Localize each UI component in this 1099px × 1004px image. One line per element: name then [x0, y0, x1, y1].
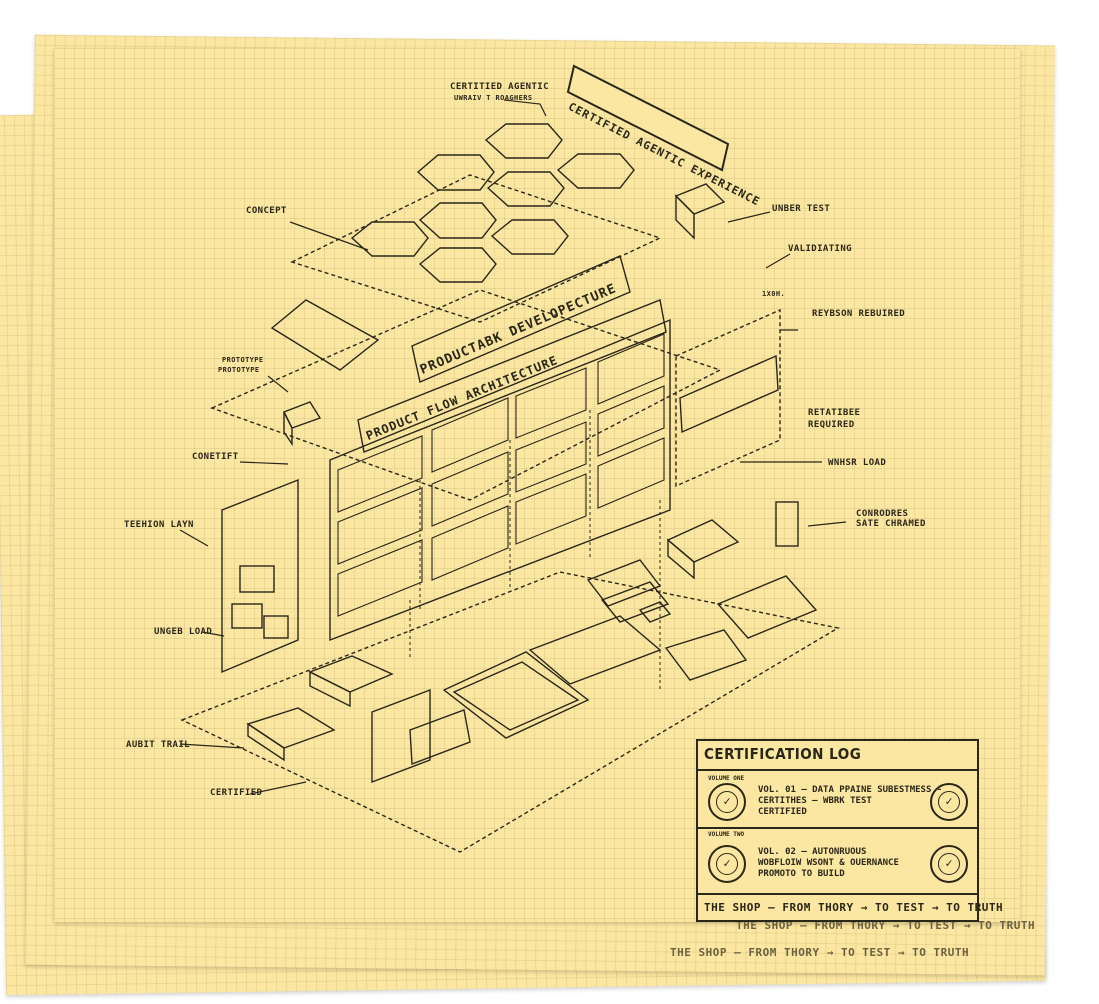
label-under-load-left: UNGEB LOAD [154, 627, 213, 637]
right-panel [675, 308, 781, 488]
left-panel [221, 478, 299, 674]
label-under-load-right: WNHSR LOAD [828, 458, 887, 468]
label-audit: AUBIT TRAIL [126, 740, 191, 750]
motto-back: THE SHOP — FROM THORY → TO TEST → TO TRU… [670, 946, 970, 959]
log-entry-1-sub: VOLUME ONE [708, 775, 745, 782]
hardware-devices [246, 183, 818, 784]
certified-stamp-icon: ✓ [930, 845, 968, 883]
label-agentic: CERTITIED AGENTIC [450, 82, 549, 92]
label-certified: CERTIFIED [210, 788, 263, 798]
label-prototype-2: PROTOTYPE [218, 366, 260, 374]
log-entry-2: VOL. 02 – AUTONRUOUS WOBFLOIW WSONT & OU… [758, 847, 899, 879]
hexagon-cluster [350, 123, 635, 283]
log-title: CERTIFICATION LOG [704, 745, 862, 763]
label-review: REYBSON REBUIRED [812, 309, 906, 319]
label-retained: RETATIBEE [808, 408, 861, 418]
middle-platform [210, 289, 722, 501]
flow-banner-box [357, 299, 667, 453]
log-entry-2-sub: VOLUME TWO [708, 831, 745, 838]
label-controlled-2: SATE CHRAMED [856, 519, 926, 529]
paper-sheet-front [54, 48, 1020, 922]
motto: THE SHOP — FROM THORY → TO TEST → TO TRU… [704, 901, 1004, 914]
card-columns [337, 333, 665, 617]
badge-tag: 1X0h. [762, 290, 786, 298]
motto-mid: THE SHOP — FROM THORY → TO TEST → TO TRU… [736, 919, 1036, 932]
label-retained-2: REQUIRED [808, 420, 855, 430]
label-concept-2: CONETIFT [192, 452, 239, 462]
label-validating: VALIDIATING [788, 244, 853, 254]
label-agentic-2: UWRAIV T ROAGHERS [454, 94, 533, 102]
label-tension: TEEHION LAYN [124, 520, 194, 530]
title-banner-box [566, 64, 730, 172]
certified-stamp-icon: ✓ [708, 845, 746, 883]
label-prototype: PROTOTYPE [222, 356, 264, 364]
certification-log: CERTIFICATION LOG VOLUME ONE ✓ VOL. 01 –… [696, 739, 1003, 922]
label-controlled: CONRODRES [856, 509, 909, 519]
certified-stamp-icon: ✓ [708, 783, 746, 821]
label-under-test: UNBER TEST [772, 204, 831, 214]
main-panel [329, 318, 671, 642]
label-concept: CONCEPT [246, 206, 287, 216]
callout-arrows [179, 99, 847, 795]
bottom-platform [180, 571, 840, 853]
dev-banner-box [411, 255, 631, 383]
log-entry-1: VOL. 01 – DATA PPAINE SUBESTMESS - CERTI… [758, 785, 943, 817]
certified-stamp-icon: ✓ [930, 783, 968, 821]
